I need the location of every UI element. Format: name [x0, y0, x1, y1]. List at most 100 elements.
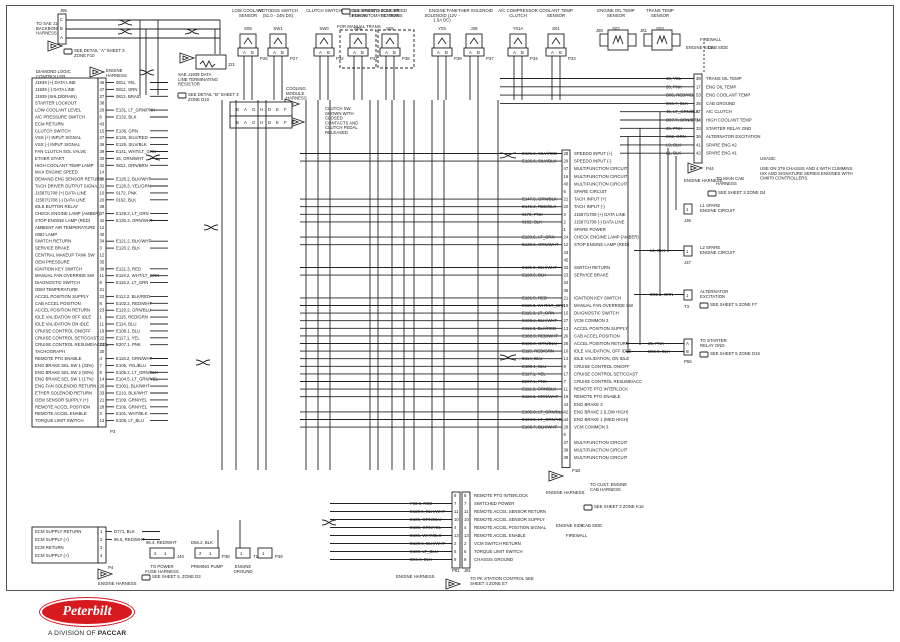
p3-wire-label: 45, ORN/WHT	[116, 156, 144, 161]
harness-arrow-inner-icon	[448, 581, 456, 587]
p3-row-pin: 28	[100, 404, 105, 409]
p1-row-pin: 26	[564, 333, 569, 338]
p1-row-label: MULTIFUNCTION CIRCUIT	[574, 440, 628, 445]
pin-a: A	[513, 50, 516, 55]
p3-row-label: OEM PRESSURE	[35, 259, 70, 264]
terminating-resistor-label: SAE J1939 DATA	[178, 72, 212, 77]
terminal-pin: 1	[686, 207, 689, 212]
p3-row-label: CRUISE CONTROL RESUME/ACCEL	[35, 342, 109, 347]
p1-row-pin: 10	[564, 349, 569, 354]
p3-row-label: J1587/1708 (-) DATA LINE	[35, 197, 86, 202]
terminal-pin: B	[686, 349, 689, 354]
component-label-0: SENSOR	[239, 13, 257, 18]
p44-row-label: CAB GROUND	[706, 101, 735, 106]
p1-cab-harness-label: CAB HARNESS	[590, 487, 621, 492]
terminal-pin: 1	[686, 293, 689, 298]
see-detail-b: ZONE D10	[188, 97, 210, 102]
cooling-pin: A	[244, 120, 247, 125]
component-id-3: S04	[354, 26, 362, 31]
p4-row-label: ECM SUPPLY (+)	[35, 553, 69, 558]
p3-row-label: J1939 (SHLD/DRAIN)	[35, 94, 77, 99]
p1-row-pin: 19	[564, 394, 569, 399]
p1-row-label: REMOTE PTO INTERLOCK	[574, 387, 628, 392]
p3-row-pin: 32	[100, 163, 105, 168]
cooling-pin: E	[276, 107, 279, 112]
p44-row-label: SPARE ENG #1	[706, 151, 737, 156]
p3-row-label: VSS (-) INPUT SIGNAL	[35, 142, 81, 147]
p1b-label: P1B	[572, 468, 580, 473]
j95-pin-label: C	[60, 17, 63, 22]
bottom-connector-label: J40	[177, 554, 185, 559]
p3-wire-label: E108, LT_BLU	[116, 418, 144, 423]
p1-row-pin: 24	[564, 235, 569, 240]
component-id-2: SW0	[319, 26, 329, 31]
cooling-pin: B	[236, 107, 239, 112]
terminal-label: ENGINE CIRCUIT	[700, 250, 735, 255]
component-label-3: SENSOR	[349, 13, 367, 18]
p1-row-pin: 21	[564, 197, 569, 202]
usage-text: CM870 CONTROLLERS.	[760, 176, 808, 181]
cooling-pin: A	[244, 107, 247, 112]
p44-row-label: HIGH COOLANT TEMP	[706, 118, 752, 123]
bottom-pin: 1	[209, 551, 212, 556]
p3-row-pin: 1	[100, 315, 103, 320]
j81-station-control: SHEET 4 ZONE E7	[470, 581, 508, 586]
sheet-ref-icon	[141, 574, 151, 581]
pin-b: B	[445, 50, 448, 55]
harness-arrow-inner-icon	[182, 55, 190, 61]
harness-arrow-inner-icon	[551, 473, 559, 479]
p1-row-label: SPARE CIRCUIT	[574, 189, 607, 194]
bottom-component-label: GROUND	[233, 569, 252, 574]
component-connector-label-1: P27	[290, 56, 298, 61]
component-label-10: TRANS TEMP	[646, 8, 674, 13]
component-id-8: S01	[552, 26, 560, 31]
terminal-pin: A	[686, 341, 689, 346]
terminal-label: ALTERNATOR	[700, 289, 728, 294]
p3-wire-label: E210, BLK/WHT	[116, 391, 148, 396]
p1-row-label: TACH INPUT (+)	[574, 197, 607, 202]
p3-wire-label: E115.2, LT_GRN	[116, 280, 148, 285]
p3-row-label: A/C PRESSURE SWITCH	[35, 115, 85, 120]
sheet-ref-icon	[63, 48, 73, 55]
component-label-8: SENSOR	[547, 13, 565, 18]
component-label-4: SENSOR	[381, 13, 399, 18]
component-body-1	[269, 33, 287, 49]
p1-row-pin: 3	[564, 212, 567, 217]
p44-pin: 38	[696, 76, 701, 81]
p1-row-pin: 1	[564, 227, 567, 232]
p3-wire-label: 0813, BRAID	[116, 94, 141, 99]
cooling-module-label: COOLING	[286, 86, 306, 91]
p81-pin: 9	[454, 557, 457, 562]
component-label-8: COOLANT TEMP	[539, 8, 573, 13]
pin-a: A	[437, 50, 440, 55]
twisted-pair-icon	[117, 19, 133, 26]
p1-row-pin: 37	[564, 440, 569, 445]
p1-row-label: J1587/1708 (-) DATA LINE	[574, 219, 625, 224]
component-label-10: SENSOR	[651, 13, 669, 18]
p3-row-pin: 11	[100, 322, 105, 327]
j81-connector	[461, 491, 471, 569]
p1-row-pin: 40	[564, 181, 569, 186]
p81-pin: 8	[454, 493, 457, 498]
p3-row-pin: 38	[100, 204, 105, 209]
p3-row-label: ENG FAN SOLENOID RETURN	[35, 384, 96, 389]
pin-b: B	[327, 50, 330, 55]
temp-terminal-right	[627, 33, 637, 47]
component-connector-7	[507, 47, 529, 57]
cooling-pin: D	[268, 107, 271, 112]
terminal-connector-label: J37	[684, 260, 692, 265]
p3-row-label: CRUISE CONTROL SET/COAST	[35, 335, 99, 340]
p44-row-label: SPARE ENG #2	[706, 142, 737, 147]
p3-wire-label: E106, YEL/BLU	[116, 363, 146, 368]
p1-row-pin: 12	[564, 242, 569, 247]
p3-wire-label: E101, WHT/BLK	[116, 411, 148, 416]
p44-row-label: ENG COOLANT TEMP	[706, 93, 750, 98]
p3-row-label: STARTER LOCKOUT	[35, 101, 77, 106]
p1-row-label: IDLE VALIDATION, OFF IDLE	[574, 349, 632, 354]
terminal-label: ENGINE CIRCUIT	[700, 208, 735, 213]
p3-row-pin: 8	[100, 301, 103, 306]
p3-wire-label: E120.2, GRN/BLU	[116, 308, 151, 313]
p3-row-pin: 10	[100, 190, 105, 195]
j81-pin: 10	[464, 517, 469, 522]
resistor-connector-label: J21	[228, 62, 236, 67]
